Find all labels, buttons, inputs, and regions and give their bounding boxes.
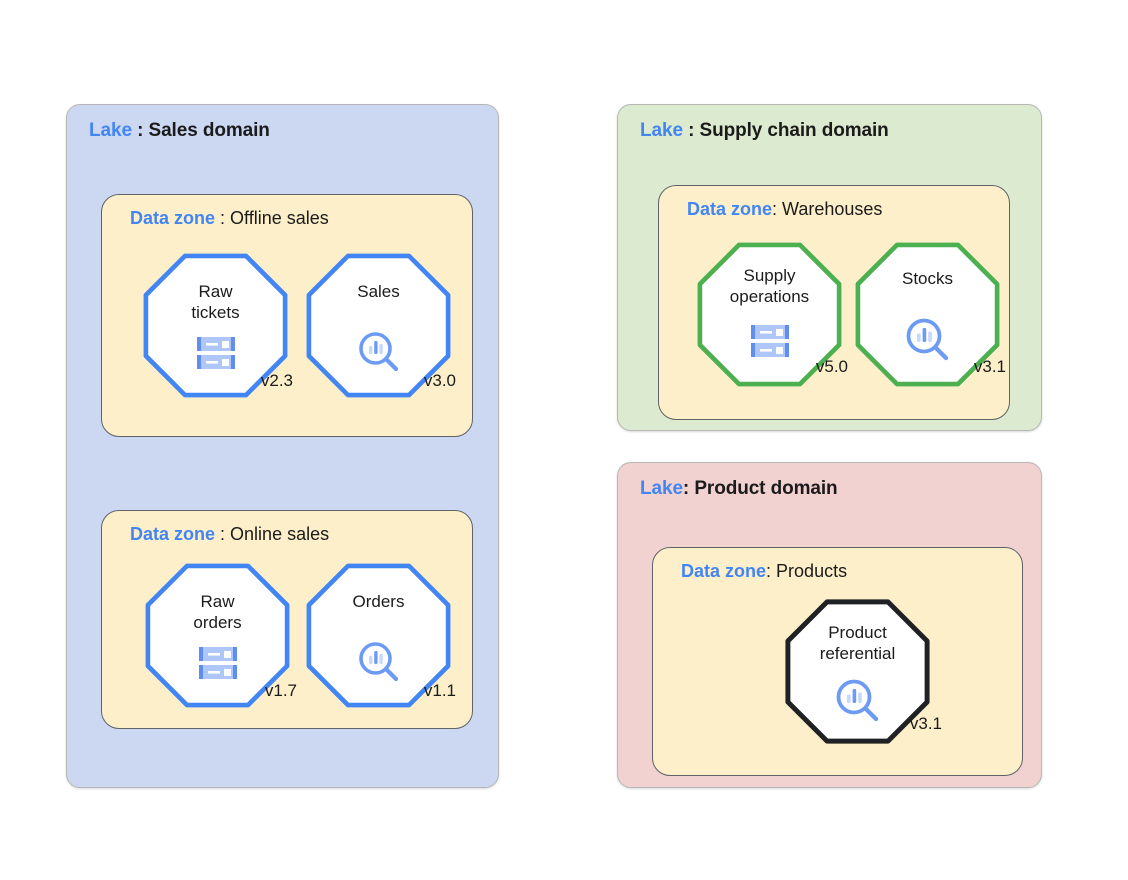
data-zone-separator: : — [772, 199, 783, 219]
lake-panel-product-domain[interactable]: Lake: Product domain Data zone: Products… — [617, 462, 1042, 788]
database-icon — [195, 646, 241, 680]
data-zone-keyword: Data zone — [681, 561, 767, 581]
data-asset-node-stocks[interactable]: Stocks v3.1 — [855, 242, 1006, 387]
data-asset-label: Raw tickets — [191, 282, 240, 322]
data-zone-name: Offline sales — [230, 208, 329, 228]
analytics-search-icon — [356, 329, 402, 375]
lake-keyword: Lake — [640, 478, 683, 499]
data-asset-version: v1.7 — [264, 681, 297, 700]
lake-keyword: Lake — [89, 120, 132, 141]
data-zone-name: Products — [776, 561, 848, 581]
data-zone-keyword: Data zone — [130, 208, 216, 228]
data-zone-warehouses[interactable]: Data zone: Warehouses Supply operations — [658, 185, 1010, 420]
octagon-shape — [306, 563, 451, 708]
data-zone-name: Online sales — [230, 524, 330, 544]
octagon-shape — [306, 253, 451, 398]
data-asset-label: Product referential — [819, 623, 896, 663]
data-asset-version: v3.1 — [909, 714, 942, 733]
data-asset-version: v3.0 — [423, 371, 456, 390]
data-asset-node-supply-operations[interactable]: Supply operations v5.0 — [697, 242, 848, 387]
data-zone-keyword: Data zone — [687, 199, 773, 219]
data-asset-node-sales[interactable]: Sales v3.0 — [306, 253, 456, 398]
octagon-shape — [143, 253, 288, 398]
database-icon — [193, 336, 239, 370]
data-asset-label: Stocks — [901, 269, 954, 288]
lake-name: Product domain — [694, 478, 838, 499]
data-zone-keyword: Data zone — [130, 524, 216, 544]
data-asset-label: Orders — [352, 592, 405, 611]
data-asset-version: v3.1 — [973, 357, 1006, 376]
lake-panel-supply-chain-domain[interactable]: Lake : Supply chain domain Data zone: Wa… — [617, 104, 1042, 431]
octagon-shape — [697, 242, 842, 387]
analytics-search-icon — [833, 676, 883, 726]
data-asset-node-orders[interactable]: Orders v1.1 — [306, 563, 456, 708]
data-zone-title-products: Data zone: Products — [681, 561, 848, 582]
lake-keyword: Lake — [640, 120, 683, 141]
data-zone-separator: : — [215, 208, 231, 228]
analytics-search-icon — [903, 315, 953, 365]
data-asset-version: v5.0 — [815, 357, 848, 376]
data-zone-separator: : — [766, 561, 777, 581]
lake-title-supply-chain-domain: Lake : Supply chain domain — [640, 120, 889, 142]
lake-separator: : — [682, 478, 695, 499]
data-asset-label: Raw orders — [193, 592, 242, 632]
data-zone-online-sales[interactable]: Data zone : Online sales Raw orders — [101, 510, 473, 729]
data-zone-title-offline-sales: Data zone : Offline sales — [130, 208, 329, 229]
data-asset-node-product-referential[interactable]: Product referential v3.1 — [785, 599, 942, 744]
data-zone-title-warehouses: Data zone: Warehouses — [687, 199, 883, 220]
lake-separator: : — [682, 120, 700, 141]
data-zone-separator: : — [215, 524, 231, 544]
lake-title-product-domain: Lake: Product domain — [640, 478, 838, 500]
octagon-shape — [785, 599, 930, 744]
data-zone-offline-sales[interactable]: Data zone : Offline sales Raw tickets — [101, 194, 473, 437]
data-asset-label: Sales — [357, 282, 400, 301]
data-zone-title-online-sales: Data zone : Online sales — [130, 524, 330, 545]
data-zone-products[interactable]: Data zone: Products Product referential — [652, 547, 1023, 776]
analytics-search-icon — [356, 639, 402, 685]
data-asset-version: v2.3 — [260, 371, 293, 390]
lake-name: Sales domain — [148, 120, 270, 141]
data-asset-node-raw-tickets[interactable]: Raw tickets v2.3 — [143, 253, 293, 398]
data-asset-version: v1.1 — [423, 681, 456, 700]
octagon-shape — [855, 242, 1000, 387]
data-zone-name: Warehouses — [782, 199, 883, 219]
data-asset-node-raw-orders[interactable]: Raw orders v1.7 — [145, 563, 297, 708]
data-asset-label: Supply operations — [729, 266, 810, 306]
database-icon — [747, 324, 793, 358]
lake-separator: : — [131, 120, 149, 141]
lake-title-sales-domain: Lake : Sales domain — [89, 120, 270, 142]
octagon-shape — [145, 563, 290, 708]
lake-panel-sales-domain[interactable]: Lake : Sales domain Data zone : Offline … — [66, 104, 499, 788]
lake-name: Supply chain domain — [699, 120, 889, 141]
